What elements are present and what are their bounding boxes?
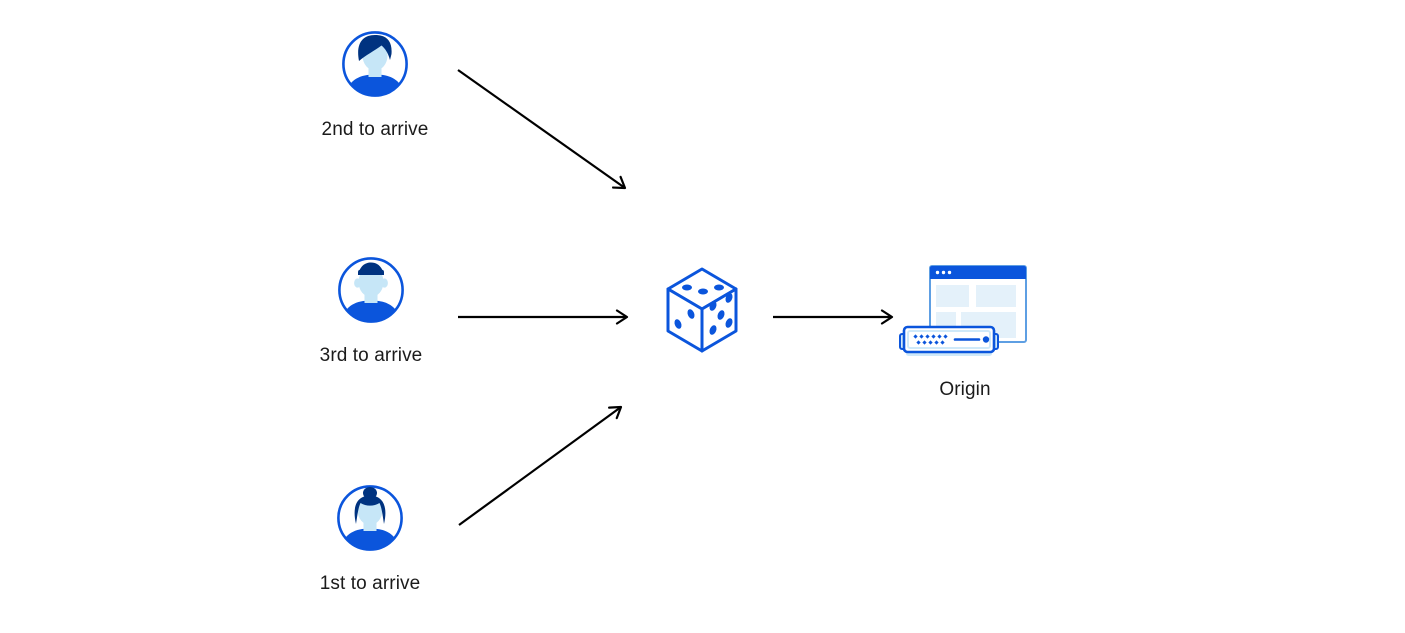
arrow-user-second-to-dice [457, 69, 627, 190]
user-third-label: 3rd to arrive [319, 345, 423, 366]
origin-node: Origin [898, 264, 1032, 401]
random-selector-node [666, 267, 738, 353]
origin-label: Origin [939, 379, 991, 400]
user-second-node: 2nd to arrive [305, 30, 445, 141]
origin-server-icon [899, 265, 1027, 356]
user-first-label: 1st to arrive [319, 573, 421, 594]
user-third-node: 3rd to arrive [301, 256, 441, 367]
user-second-label: 2nd to arrive [321, 119, 429, 140]
user-avatar-female-icon [337, 485, 403, 551]
user-avatar-male-icon [338, 257, 404, 323]
arrow-user-first-to-dice [458, 405, 623, 526]
user-avatar-male-icon [342, 31, 408, 97]
dice-icon [666, 267, 738, 353]
server-icon [899, 325, 999, 356]
user-first-node: 1st to arrive [300, 484, 440, 595]
